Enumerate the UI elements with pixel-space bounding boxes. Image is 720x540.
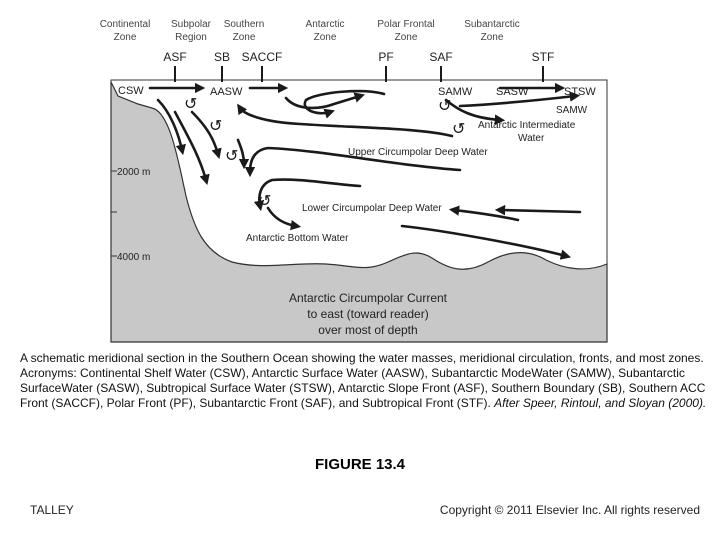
figure-caption: A schematic meridional section in the So… (20, 351, 710, 411)
arrow-shelf-down1 (173, 110, 210, 186)
mass-csw: CSW (118, 85, 144, 97)
zone-southern-line1: Southern (224, 19, 265, 30)
arrow-intermediate (458, 91, 581, 108)
arrow-ucdw-upper (237, 103, 454, 138)
zone-subpolar-line2: Region (175, 32, 207, 43)
zone-continental-line1: Continental (100, 19, 151, 30)
front-ticks (174, 66, 544, 82)
acc-line3: over most of depth (318, 323, 417, 337)
eddy-icon: ↺ (184, 96, 197, 113)
circulation-arrows (148, 82, 582, 260)
arrow-sb-down (236, 138, 250, 170)
arrow-csw-down (156, 98, 186, 156)
front-asf: ASF (163, 50, 186, 64)
front-saf: SAF (429, 50, 452, 64)
zone-labels: Continental Zone Subpolar Region Souther… (100, 19, 520, 43)
copyright-label: Copyright © 2011 Elsevier Inc. All right… (439, 503, 700, 517)
arrow-slope-down (266, 206, 302, 231)
label-aabw: Antarctic Bottom Water (246, 233, 349, 244)
acc-line1: Antarctic Circumpolar Current (289, 291, 448, 305)
front-sb: SB (214, 50, 230, 64)
mass-samw-deep: SAMW (556, 105, 588, 116)
zone-antarctic-line1: Antarctic (306, 19, 345, 30)
arrow-aaiw (444, 98, 506, 125)
mass-samw: SAMW (438, 86, 473, 98)
caption-citation: After Speer, Rintoul, and Sloyan (2000). (494, 396, 707, 410)
zone-subpolar-line1: Subpolar (171, 19, 212, 30)
caption-text: A schematic meridional section in the So… (20, 351, 706, 410)
label-aaiw-line1: Antarctic Intermediate (478, 120, 576, 131)
mass-aasw: AASW (210, 86, 243, 98)
arrow-aabw-right (400, 224, 572, 260)
front-pf: PF (378, 50, 393, 64)
zone-southern-line2: Zone (233, 32, 256, 43)
zone-antarctic-line2: Zone (314, 32, 337, 43)
depth-axis: 2000 m 4000 m (111, 167, 150, 263)
arrow-ucdw-left (244, 146, 462, 178)
depth-2000: 2000 m (117, 167, 150, 178)
front-stf: STF (532, 50, 555, 64)
author-label: TALLEY (30, 503, 74, 517)
arrow-lcdw-left (253, 178, 362, 212)
acc-label: Antarctic Circumpolar Current to east (t… (289, 291, 448, 337)
label-lcdw: Lower Circumpolar Deep Water (302, 203, 442, 214)
arrow-shelf-down2 (190, 110, 222, 159)
eddy-icon: ↺ (438, 98, 451, 115)
arrow-upwell-loop2 (303, 89, 386, 119)
arrow-deep-right (448, 205, 520, 222)
arrow-deep-left (494, 204, 582, 216)
eddy-symbols: ↺ ↺ ↺ ↺ ↺ ↺ (184, 96, 465, 210)
front-labels: ASF SB SACCF PF SAF STF (163, 50, 554, 64)
eddy-icon: ↺ (209, 118, 222, 135)
seafloor (110, 81, 608, 343)
acc-line2: to east (toward reader) (307, 307, 428, 321)
front-saccf: SACCF (242, 50, 283, 64)
zone-subantarctic-line2: Zone (481, 32, 504, 43)
eddy-icon: ↺ (225, 148, 238, 165)
zone-polar-frontal-line2: Zone (395, 32, 418, 43)
zone-continental-line2: Zone (114, 32, 137, 43)
label-ucdw: Upper Circumpolar Deep Water (348, 147, 488, 158)
zone-polar-frontal-line1: Polar Frontal (377, 19, 434, 30)
flow-labels: Antarctic Intermediate Water Upper Circu… (246, 120, 576, 244)
zone-subantarctic-line1: Subantarctic (464, 19, 520, 30)
eddy-icon: ↺ (452, 121, 465, 138)
label-aaiw-line2: Water (518, 133, 545, 144)
southern-ocean-section-diagram: Continental Zone Subpolar Region Souther… (100, 19, 608, 343)
depth-4000: 4000 m (117, 252, 150, 263)
eddy-icon: ↺ (258, 193, 271, 210)
arrow-upwell-loop1 (284, 92, 365, 110)
figure-title: FIGURE 13.4 (314, 456, 406, 473)
